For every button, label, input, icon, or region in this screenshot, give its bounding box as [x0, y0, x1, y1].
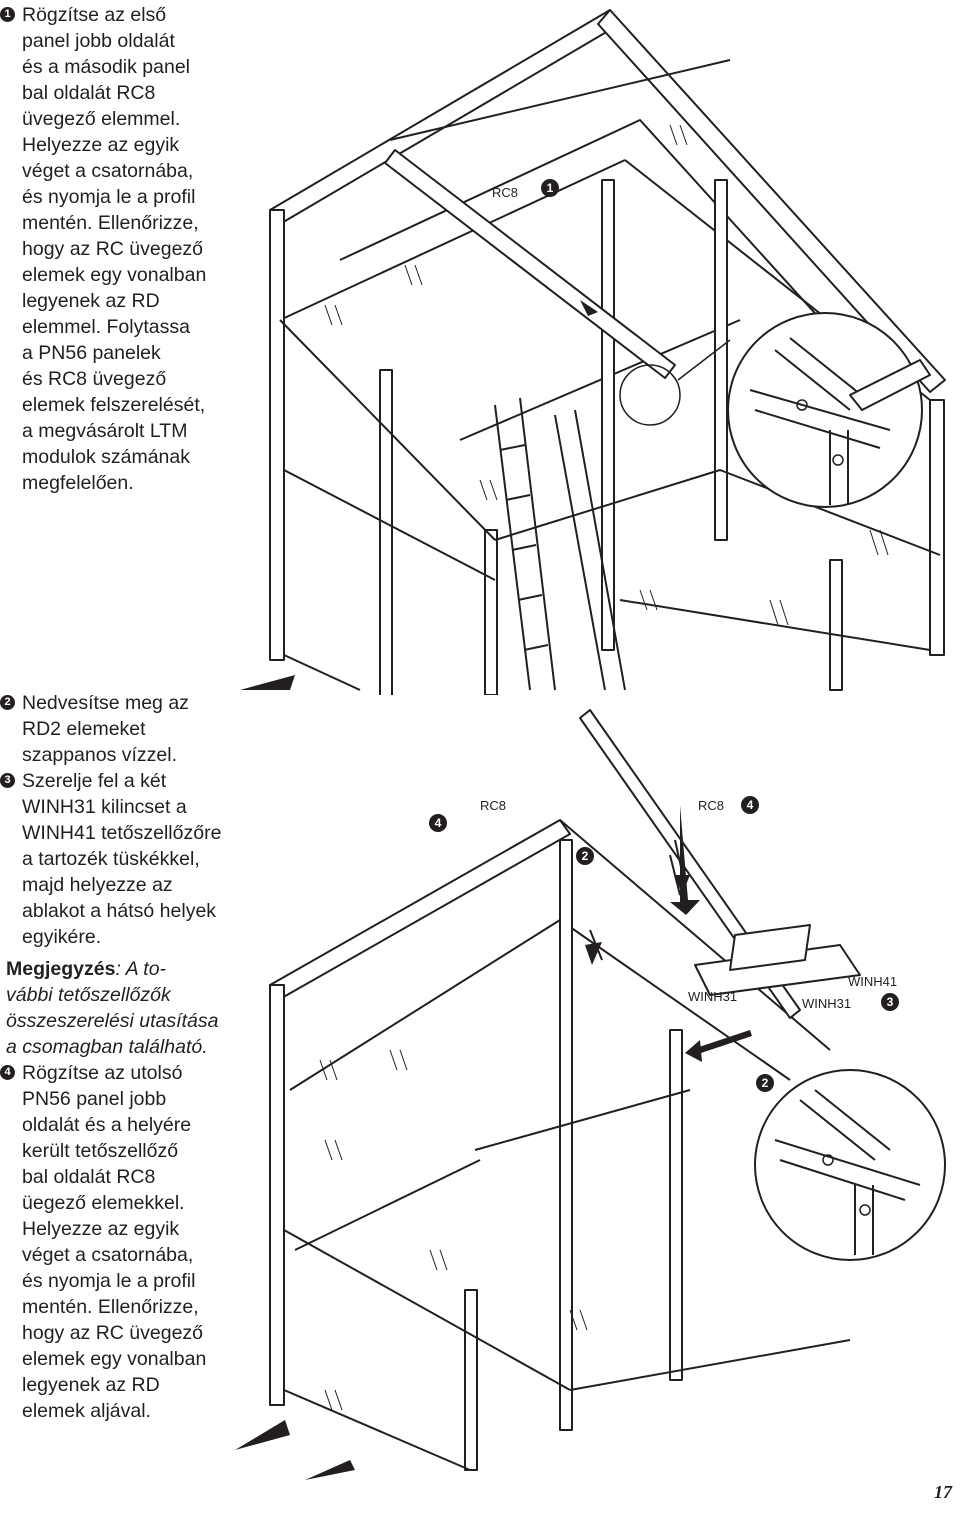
text-line: elemek felszerelését,	[22, 394, 206, 416]
step-2: 2 Nedvesítse meg az RD2 elemeket szappanos…	[0, 690, 221, 768]
step-number-badge: 4	[0, 1065, 15, 1080]
svg-text:4: 4	[435, 816, 442, 830]
text-line: bal oldalát RC8	[22, 82, 156, 104]
text-line: WINH41 tetőszellőzőre	[22, 822, 222, 844]
step-2-badge: 2	[756, 1074, 774, 1092]
text-line: került tetőszellőző	[22, 1140, 179, 1162]
text-line: PN56 panel jobb	[22, 1088, 167, 1110]
step-1-text: Rögzítse az első panel jobb oldalát és a m…	[22, 2, 206, 496]
note-line: a csomagban található.	[6, 1036, 208, 1058]
text-line: Helyezze az egyik	[22, 1218, 180, 1240]
step-number-badge: 2	[0, 695, 15, 710]
note-text: Megjegyzés: A to-vábbi tetőszellőzők össz…	[6, 956, 221, 1060]
step-2-block: 2 Nedvesítse meg az RD2 elemeket szappanos…	[0, 690, 221, 1424]
rc8-callout: RC8	[480, 798, 506, 813]
text-line: szappanos vízzel.	[22, 744, 178, 766]
step-2-text: Nedvesítse meg az RD2 elemeket szappanos v…	[22, 690, 221, 768]
text-line: legyenek az RD	[22, 290, 160, 312]
rc8-callout: RC8	[698, 798, 724, 813]
text-line: elemek egy vonalban	[22, 264, 207, 286]
step-1: 1 Rögzítse az első panel jobb oldalát és a…	[0, 2, 206, 496]
text-line: oldalát és a helyére	[22, 1114, 192, 1136]
text-line: a megvásárolt LTM	[22, 420, 188, 442]
text-line: WINH31 kilincset a	[22, 796, 187, 818]
direction-arrow-icon	[240, 675, 295, 690]
text-line: véget a csatornába,	[22, 160, 194, 182]
svg-text:4: 4	[747, 798, 754, 812]
text-line: a PN56 panelek	[22, 342, 161, 364]
winh31-callout: WINH31	[802, 996, 851, 1011]
svg-text:1: 1	[547, 181, 554, 195]
note-label: Megjegyzés	[6, 958, 116, 980]
text-line: üvegező elemmel.	[22, 108, 181, 130]
note-line: vábbi tetőszellőzők	[6, 984, 171, 1006]
svg-text:3: 3	[887, 995, 894, 1009]
step-3-badge: 3	[881, 993, 899, 1011]
step-1-badge: 1	[541, 179, 559, 197]
step-1-block: 1 Rögzítse az első panel jobb oldalát és a…	[0, 2, 206, 496]
text-line: elemmel. Folytassa	[22, 316, 190, 338]
rc8-callout: RC8	[492, 185, 518, 200]
text-line: ablakot a hátsó helyek	[22, 900, 217, 922]
text-line: véget a csatornába,	[22, 1244, 194, 1266]
text-line: hogy az RC üvegező	[22, 1322, 204, 1344]
text-line: és nyomja le a profil	[22, 186, 196, 208]
text-line: legyenek az RD	[22, 1374, 160, 1396]
text-line: hogy az RC üvegező	[22, 238, 204, 260]
direction-arrow-icon	[585, 942, 602, 965]
text-line: Rögzítse az első	[22, 4, 167, 26]
text-line: bal oldalát RC8	[22, 1166, 156, 1188]
text-line: és RC8 üvegező	[22, 368, 167, 390]
text-line: elemek egy vonalban	[22, 1348, 207, 1370]
text-line: RD2 elemeket	[22, 718, 146, 740]
direction-arrow-icon	[305, 1460, 355, 1480]
note-text-fragment: : A to-	[115, 958, 167, 980]
greenhouse-assembly-figure-2: RC8 RC8 4 4 2 2 WINH31 WINH31 WINH41 3	[235, 709, 946, 1480]
text-line: majd helyezze az	[22, 874, 173, 896]
text-line: Nedvesítse meg az	[22, 692, 189, 714]
note-line: Megjegyzés: A to-	[6, 956, 221, 982]
text-line: panel jobb oldalát	[22, 30, 175, 52]
note-line: összeszerelési utasítása	[6, 1010, 219, 1032]
step-2-badge: 2	[576, 847, 594, 865]
greenhouse-assembly-figure-1: RC8 1	[240, 9, 946, 695]
direction-arrow-icon	[670, 805, 700, 915]
text-line: Szerelje fel a két	[22, 770, 167, 792]
text-line: üegező elemekkel.	[22, 1192, 185, 1214]
text-line: mentén. Ellenőrizze,	[22, 212, 199, 234]
note: Megjegyzés: A to-vábbi tetőszellőzők össz…	[0, 956, 221, 1060]
step-number-badge: 3	[0, 773, 15, 788]
direction-arrow-icon	[685, 1030, 752, 1062]
step-4-badge: 4	[741, 796, 759, 814]
text-line: a tartozék tüskékkel,	[22, 848, 200, 870]
direction-arrow-icon	[580, 300, 598, 316]
winh31-callout: WINH31	[688, 989, 737, 1004]
winh41-callout: WINH41	[848, 974, 897, 989]
text-line: modulok számának	[22, 446, 190, 468]
text-line: mentén. Ellenőrizze,	[22, 1296, 199, 1318]
page-number: 17	[934, 1482, 952, 1502]
text-line: elemek aljával.	[22, 1400, 151, 1422]
step-number-badge: 1	[0, 7, 15, 22]
step-4-badge: 4	[429, 814, 447, 832]
svg-text:2: 2	[582, 849, 589, 863]
text-line: és a második panel	[22, 56, 191, 78]
text-line: megfelelően.	[22, 472, 134, 494]
text-line: egyikére.	[22, 926, 102, 948]
text-line: Rögzítse az utolsó	[22, 1062, 183, 1084]
direction-arrow-icon	[235, 1420, 290, 1450]
text-line: és nyomja le a profil	[22, 1270, 196, 1292]
text-line: Helyezze az egyik	[22, 134, 180, 156]
svg-text:2: 2	[762, 1076, 769, 1090]
